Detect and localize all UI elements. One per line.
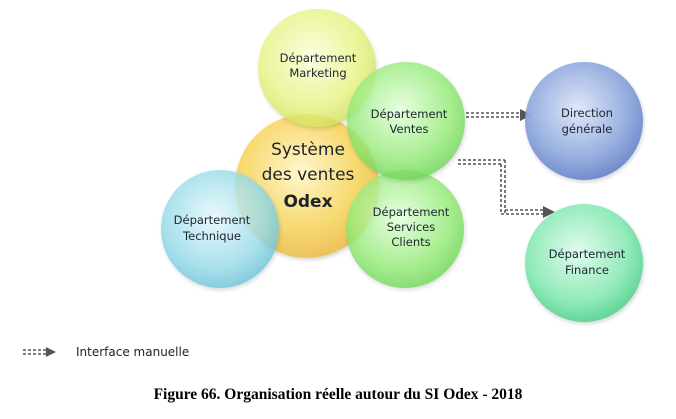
legend-label: Interface manuelle <box>76 345 190 359</box>
bubble-direction-generale <box>525 62 643 180</box>
direction-label-line2: générale <box>562 122 613 136</box>
connector-ventes-direction <box>466 109 532 121</box>
center-title-line3: Odex <box>283 192 332 212</box>
ventes-label-line1: Département <box>371 107 448 121</box>
center-title-line1: Système <box>271 140 345 160</box>
services-label-line2: Services <box>387 220 436 234</box>
legend: Interface manuelle <box>22 341 189 363</box>
services-label-line3: Clients <box>391 235 430 249</box>
bubble-technique <box>161 170 279 288</box>
bubble-finance <box>525 204 643 322</box>
services-label-line1: Département <box>373 205 450 219</box>
organisation-diagram: Système des ventes Odex Département Mark… <box>161 9 643 322</box>
direction-label-line1: Direction <box>561 106 613 120</box>
ventes-label-line2: Ventes <box>390 122 429 136</box>
marketing-label-line2: Marketing <box>289 66 346 80</box>
bubble-services-clients <box>346 170 464 288</box>
bubble-marketing <box>258 9 376 127</box>
technique-label-line1: Département <box>174 213 251 227</box>
connector-ventes-finance <box>458 159 555 218</box>
arrowhead-icon <box>543 206 555 218</box>
dashed-arrow-icon <box>23 347 56 357</box>
figure-caption: Figure 66. Organisation réelle autour du… <box>153 386 523 403</box>
center-title-line2: des ventes <box>262 165 355 185</box>
technique-label-line2: Technique <box>182 229 241 243</box>
finance-label-line2: Finance <box>565 263 609 277</box>
bubble-ventes <box>347 62 465 180</box>
finance-label-line1: Département <box>549 247 626 261</box>
marketing-label-line1: Département <box>280 51 357 65</box>
